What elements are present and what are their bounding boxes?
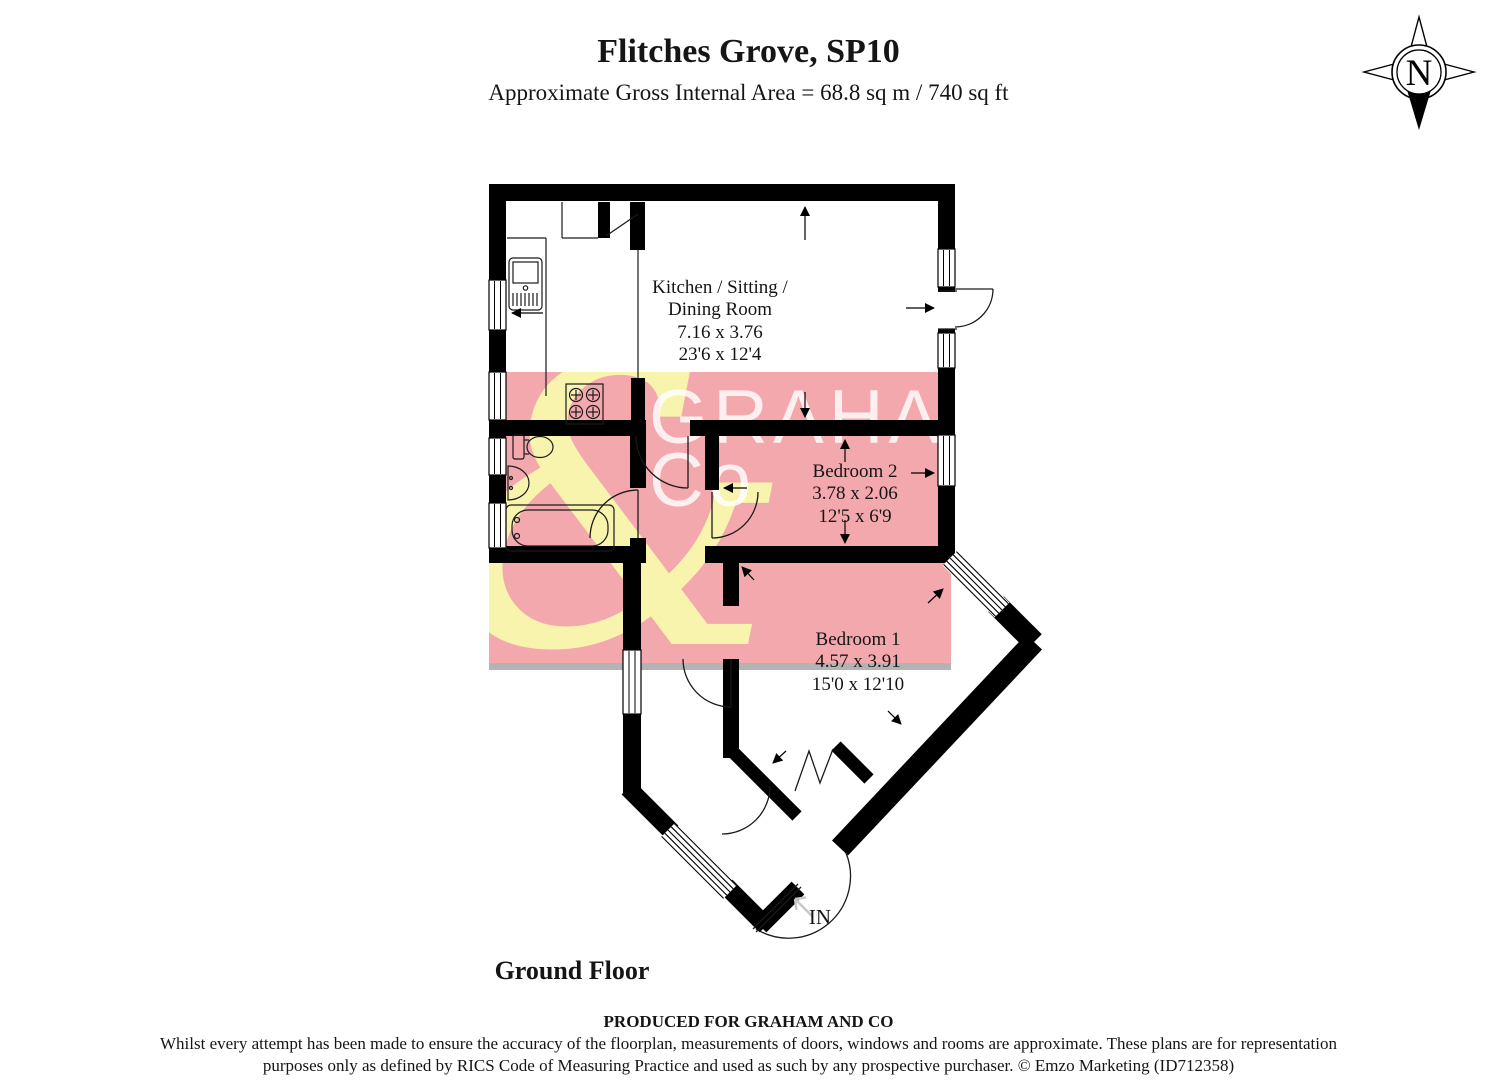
kitchen-external-door <box>938 288 994 330</box>
room-label-bedroom2: Bedroom 2 3.78 x 2.06 12'5 x 6'9 <box>755 461 955 528</box>
sink-icon <box>508 257 543 311</box>
watermark-line2: Co <box>649 438 757 523</box>
floor-name: Ground Floor <box>494 956 650 985</box>
toilet-icon <box>512 434 554 460</box>
kitchen-hall-door <box>635 435 689 489</box>
area-subtitle: Approximate Gross Internal Area = 68.8 s… <box>488 80 1009 105</box>
compass-icon: N <box>1361 14 1477 130</box>
kitchen-fixtures <box>507 202 639 425</box>
diagonal-window-bottom <box>661 823 737 899</box>
room-label-bedroom1: Bedroom 1 4.57 x 3.91 15'0 x 12'10 <box>758 629 958 696</box>
entrance-in-arrow-icon <box>793 896 814 918</box>
diagonal-walls <box>621 596 1043 933</box>
room-name-line: Kitchen / Sitting / <box>652 277 788 298</box>
closet-door <box>721 785 771 835</box>
room-dims-imperial: 23'6 x 12'4 <box>678 344 762 366</box>
room-dims-imperial: 12'5 x 6'9 <box>818 505 892 527</box>
bathroom-fixtures <box>505 434 615 552</box>
basin-icon <box>507 465 530 501</box>
room-dims-metric: 7.16 x 3.76 <box>677 321 763 343</box>
compass-north-letter: N <box>1406 53 1433 94</box>
room-name-line: Bedroom 1 <box>815 629 901 650</box>
bathroom-door <box>589 489 639 539</box>
diagonal-window-right <box>942 550 1010 618</box>
bedroom2-door <box>711 491 759 539</box>
windows <box>488 248 1010 899</box>
doors <box>589 213 994 939</box>
entrance-label: IN <box>808 905 832 929</box>
entrance-door <box>752 852 852 939</box>
bathtub-icon <box>505 504 615 552</box>
page-title: Flitches Grove, SP10 <box>597 33 900 70</box>
walls <box>489 184 955 794</box>
room-dims-imperial: 15'0 x 12'10 <box>811 673 905 695</box>
footer-disclaimer-line2: purposes only as defined by RICS Code of… <box>262 1056 1235 1075</box>
room-dims-metric: 3.78 x 2.06 <box>812 483 898 505</box>
room-label-kitchen: Kitchen / Sitting / Dining Room 7.16 x 3… <box>600 277 840 367</box>
bedroom1-door <box>682 658 732 708</box>
top-ajar-door <box>605 213 639 237</box>
hob-icon <box>565 383 604 425</box>
footer-produced-for: PRODUCED FOR GRAHAM AND CO <box>603 1012 894 1031</box>
room-name-line: Bedroom 2 <box>812 461 898 482</box>
room-name-line: Dining Room <box>668 299 772 321</box>
room-dims-metric: 4.57 x 3.91 <box>815 651 901 673</box>
dimension-arrows <box>510 205 944 764</box>
footer-disclaimer-line1: Whilst every attempt has been made to en… <box>160 1034 1337 1053</box>
fold-door-zigzag <box>794 748 834 792</box>
